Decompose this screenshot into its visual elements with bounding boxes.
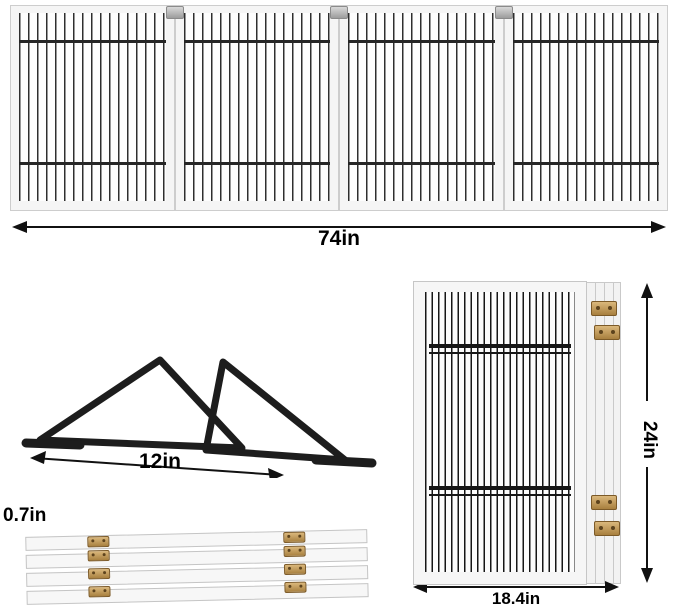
hinge	[88, 585, 111, 598]
panel-top-rail	[183, 40, 330, 43]
panel-height-label: 24in	[639, 420, 660, 460]
gate-panel	[339, 5, 504, 211]
folded-width-label: 18.4in	[491, 589, 541, 608]
hinge	[283, 545, 306, 558]
panel-bars	[19, 13, 166, 201]
hinge	[594, 521, 620, 536]
panel-bars	[183, 13, 330, 201]
hinge	[283, 531, 306, 544]
gate-panel	[174, 5, 339, 211]
hinge	[284, 581, 307, 594]
panel-top-rail	[512, 40, 659, 43]
gate-assembly	[10, 5, 668, 211]
hinge	[594, 325, 620, 340]
hinge	[87, 535, 110, 548]
front-panel	[413, 281, 587, 585]
folded-gate	[413, 281, 625, 585]
hinge	[330, 6, 348, 19]
hinge	[87, 549, 110, 562]
panel-bottom-rail	[429, 486, 571, 496]
panel-top-rail	[19, 40, 166, 43]
hinge	[165, 6, 184, 19]
gate-panel	[10, 5, 175, 211]
hinge	[591, 495, 617, 510]
gate-panel	[503, 5, 668, 211]
panel-top-rail	[429, 344, 571, 354]
panel-bars	[348, 13, 495, 201]
foot-length-dimension-arrow	[30, 451, 284, 478]
panel-wires	[425, 292, 575, 572]
total-width-dimension-arrow	[12, 221, 666, 233]
panel-height-dimension-arrow	[641, 283, 653, 583]
support-foot	[21, 356, 377, 478]
flat-panel-strip	[26, 583, 369, 605]
hinge	[591, 301, 617, 316]
folded-flat-stack	[25, 529, 369, 609]
thickness-label: 0.7in	[3, 505, 47, 526]
panel-top-rail	[348, 40, 495, 43]
panel-bottom-rail	[348, 162, 495, 165]
foot-length-label: 12in	[138, 450, 182, 473]
hinge	[283, 563, 307, 576]
panel-bottom-rail	[183, 162, 330, 165]
hinge	[494, 6, 513, 19]
hinge	[87, 567, 111, 580]
panel-bottom-rail	[19, 162, 166, 165]
panel-bottom-rail	[512, 162, 659, 165]
total-width-label: 74in	[317, 227, 361, 250]
panel-bars	[512, 13, 659, 201]
